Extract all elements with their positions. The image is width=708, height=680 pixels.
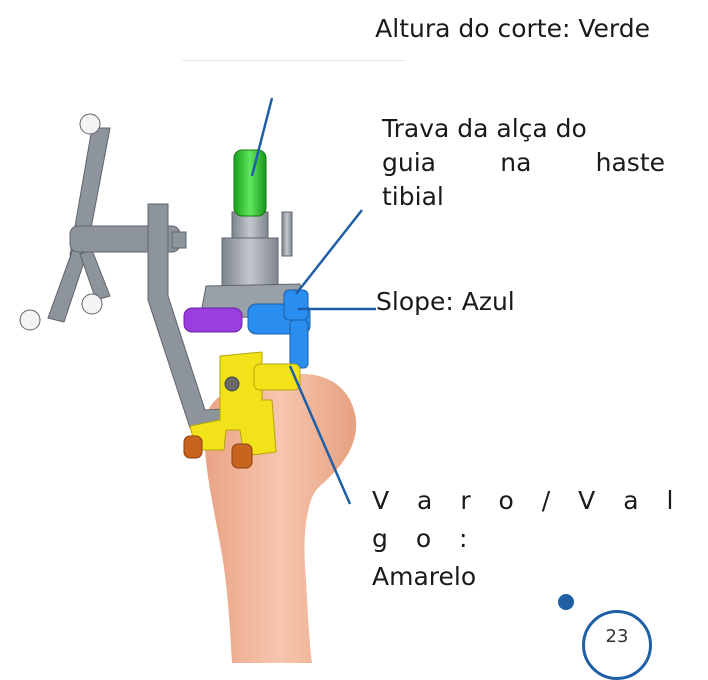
- varo-line-2: Amarelo: [372, 558, 708, 596]
- trava-line-2: guia na haste: [382, 146, 665, 180]
- trava-word-1: guia: [382, 146, 436, 180]
- varo-line-1: V a r o / V a l g o :: [372, 482, 708, 558]
- varus-valgus-label: V a r o / V a l g o : Amarelo: [372, 482, 708, 596]
- tibial-stem-lock-label: Trava da alça do guia na haste tibial: [382, 112, 665, 214]
- page-badge-dot: [558, 594, 574, 610]
- title-divider: [182, 60, 404, 61]
- navigation-array: [20, 114, 245, 428]
- cut-height-knob-green: [234, 150, 266, 216]
- slope-label: Slope: Azul: [376, 287, 515, 316]
- trava-word-2: na: [500, 146, 531, 180]
- page-number: 23: [582, 626, 652, 647]
- purple-knob: [184, 308, 242, 332]
- trava-word-3: haste: [596, 146, 665, 180]
- cut-height-title: Altura do corte: Verde: [0, 14, 650, 43]
- trava-line-3: tibial: [382, 180, 665, 214]
- trava-line-1: Trava da alça do: [382, 112, 665, 146]
